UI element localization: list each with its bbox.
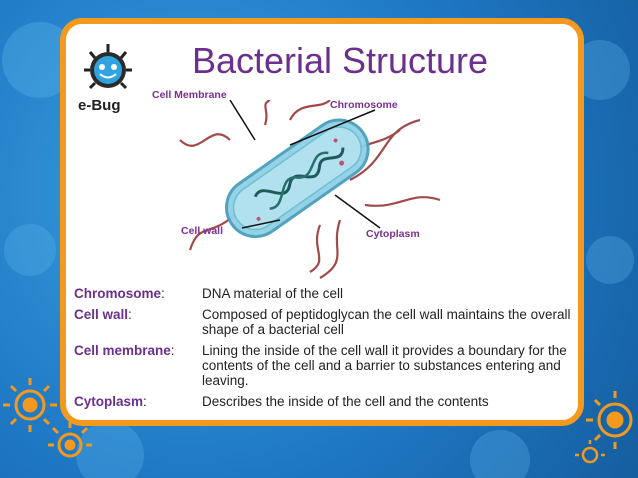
term-label: Cytoplasm [74, 394, 144, 409]
page-title: Bacterial Structure [191, 40, 489, 81]
label-cytoplasm: Cytoplasm [366, 228, 420, 240]
ebug-logo: e-Bug [78, 44, 132, 114]
definition-row: Cell wall: Composed of peptidoglycan the… [74, 307, 578, 343]
label-cell-membrane: Cell Membrane [152, 89, 227, 101]
definition-text: Composed of peptidoglycan the cell wall … [202, 307, 571, 337]
orange-virus-bottom-icon [48, 422, 92, 458]
definition-text: Describes the inside of the cell and the… [202, 394, 489, 409]
definition-text: Lining the inside of the cell wall it pr… [202, 343, 567, 388]
logo-text: e-Bug [78, 97, 121, 114]
cell-body [225, 118, 370, 239]
label-cell-wall: Cell wall [181, 225, 224, 237]
pointer-lines [229, 100, 381, 229]
slide-card [60, 18, 584, 426]
label-chromosome: Chromosome [330, 99, 398, 111]
definitions-table: Chromosome: DNA material of the cell Cel… [74, 286, 578, 415]
term-label: Cell wall [74, 307, 129, 322]
definition-text: DNA material of the cell [202, 286, 344, 301]
bacterium-diagram [179, 100, 441, 279]
term-label: Chromosome [74, 286, 162, 301]
definition-row: Cell membrane: Lining the inside of the … [74, 343, 578, 394]
definition-row: Chromosome: DNA material of the cell [74, 286, 578, 307]
orange-virus-small-icon [575, 440, 605, 464]
definition-row: Cytoplasm: Describes the inside of the c… [74, 394, 578, 415]
term-label: Cell membrane [74, 343, 171, 358]
orange-virus-right-icon [586, 391, 633, 449]
orange-virus-left-icon [3, 378, 57, 432]
